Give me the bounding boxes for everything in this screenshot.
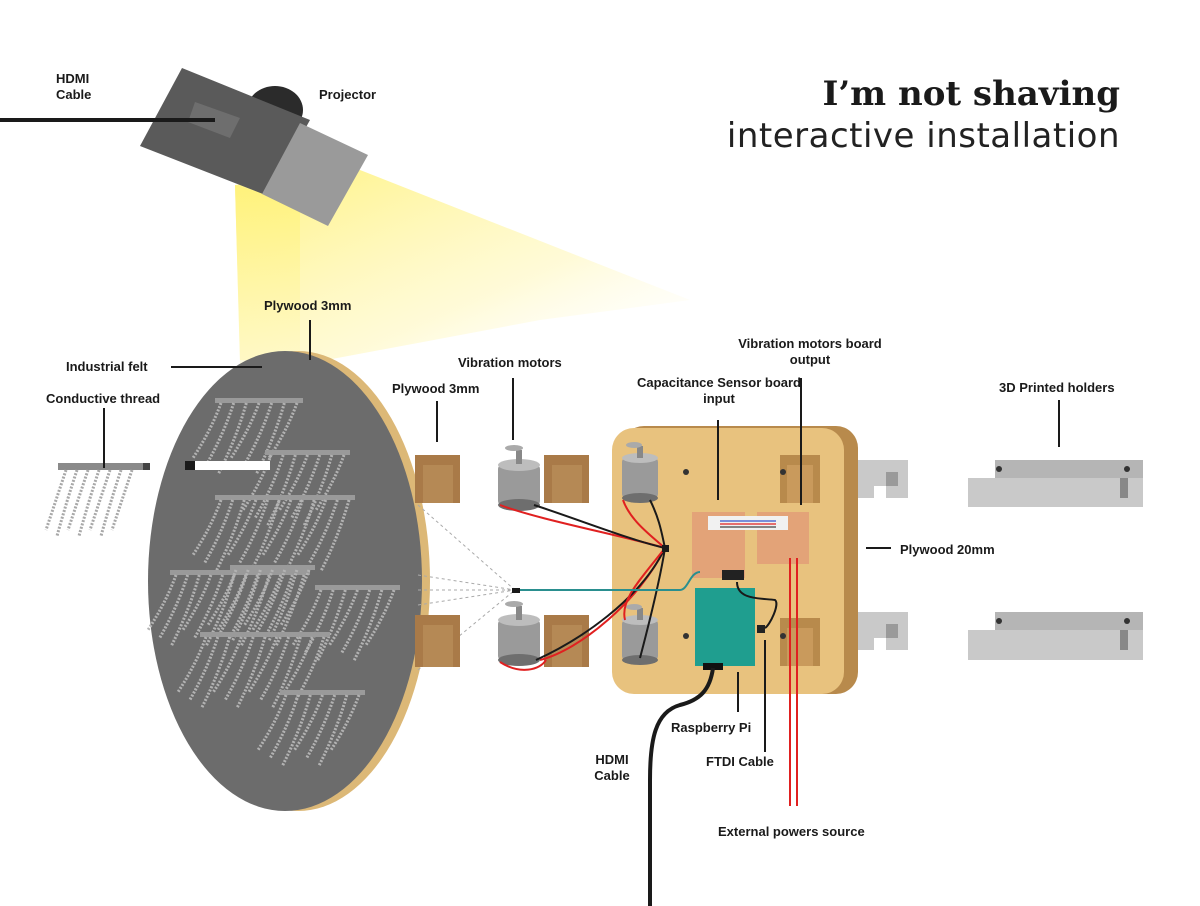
thread-bar: [280, 690, 365, 695]
thread-bar: [200, 632, 330, 637]
projector-beam: [235, 170, 690, 365]
thread-strand: [296, 499, 328, 556]
thread-strand: [291, 589, 323, 646]
plywood-holder-icon: [415, 455, 460, 667]
conductive-thread-patterns: [146, 398, 400, 767]
label-industrial-felt: Industrial felt: [66, 359, 148, 374]
label-plywood-3mm-top: Plywood 3mm: [264, 298, 352, 313]
label-line: Cable: [594, 768, 630, 783]
label-line: input: [703, 391, 735, 406]
label-projector: Projector: [319, 87, 377, 102]
thread-bar: [315, 585, 400, 590]
title-line-1: I’m not shaving: [822, 74, 1120, 114]
thread-strand: [278, 454, 309, 511]
label-plywood-3mm-mid: Plywood 3mm: [392, 381, 480, 396]
title-line-2: interactive installation: [726, 116, 1120, 156]
thread-strand: [99, 469, 123, 537]
plywood-holder-icon: [544, 455, 589, 667]
label-line: HDMI: [595, 752, 629, 767]
label-conductive-thread: Conductive thread: [46, 391, 161, 406]
thread-strand: [110, 469, 134, 531]
thread-strand: [176, 636, 208, 693]
thread-bar: [215, 495, 355, 500]
thread-bar: [215, 398, 303, 403]
label-hdmi-cable-top: HDMI Cable: [56, 71, 91, 103]
label-capacitance-board: Capacitance Sensor board input: [632, 375, 806, 407]
wiring: [499, 499, 798, 906]
thread-strand: [206, 569, 238, 626]
thread-strand: [261, 499, 293, 556]
thread-strand: [229, 402, 261, 459]
thread-bar: [230, 565, 315, 570]
raspberry-pi-icon: [695, 570, 765, 670]
label-line: Cable: [56, 87, 92, 102]
thread-strand: [247, 636, 279, 693]
printed-holder-icon: [968, 460, 1143, 507]
label-line: Vibration motors board: [738, 336, 882, 351]
thread-bar: [170, 570, 310, 575]
label-plywood-20mm: Plywood 20mm: [900, 542, 995, 557]
thread-strand: [77, 469, 101, 537]
thread-strand: [241, 454, 273, 511]
board-icon: [692, 512, 809, 578]
motor-icon: [498, 445, 540, 511]
printed-holder-icon: [858, 460, 908, 650]
label-3d-printed-holders: 3D Printed holders: [999, 380, 1115, 395]
thread-strand: [44, 469, 68, 531]
thread-strand: [329, 694, 361, 751]
thread-strand: [256, 694, 288, 751]
label-raspberry-pi: Raspberry Pi: [671, 720, 752, 735]
leader-lines: [103, 320, 1060, 752]
thread-strand: [251, 574, 283, 631]
projector-icon: [0, 68, 368, 226]
thread-strand: [279, 569, 311, 626]
thread-strand: [191, 499, 223, 556]
thread-strand: [212, 636, 243, 693]
motor-icon: [498, 601, 540, 666]
thread-strand: [146, 574, 178, 631]
label-hdmi-cable-bottom: HDMI Cable: [582, 752, 642, 784]
thread-strand: [88, 469, 112, 531]
thread-strand: [364, 589, 396, 646]
label-line: HDMI: [56, 71, 90, 86]
label-line: output: [789, 352, 831, 367]
thread-strand: [191, 402, 223, 459]
thread-bar: [265, 450, 350, 455]
label-vibration-board: Vibration motors board output: [728, 336, 892, 368]
label-line: Capacitance Sensor board: [637, 375, 801, 390]
thread-strand: [181, 574, 213, 631]
printed-holder-icon: [968, 612, 1143, 660]
thread-strand: [66, 469, 90, 531]
label-external-power: External powers source: [718, 824, 865, 839]
thread-strand: [55, 469, 79, 537]
thread-strand: [328, 589, 359, 646]
thread-strip: [185, 461, 270, 470]
label-vibration-motors: Vibration motors: [458, 355, 562, 370]
thread-strand: [293, 694, 324, 751]
conductive-thread-sample: [44, 463, 150, 537]
thread-strand: [314, 454, 346, 511]
motor-icon: [622, 442, 658, 503]
thread-strand: [243, 569, 274, 626]
label-ftdi-cable: FTDI Cable: [706, 754, 774, 769]
thread-strand: [282, 636, 314, 693]
thread-strand: [226, 499, 258, 556]
